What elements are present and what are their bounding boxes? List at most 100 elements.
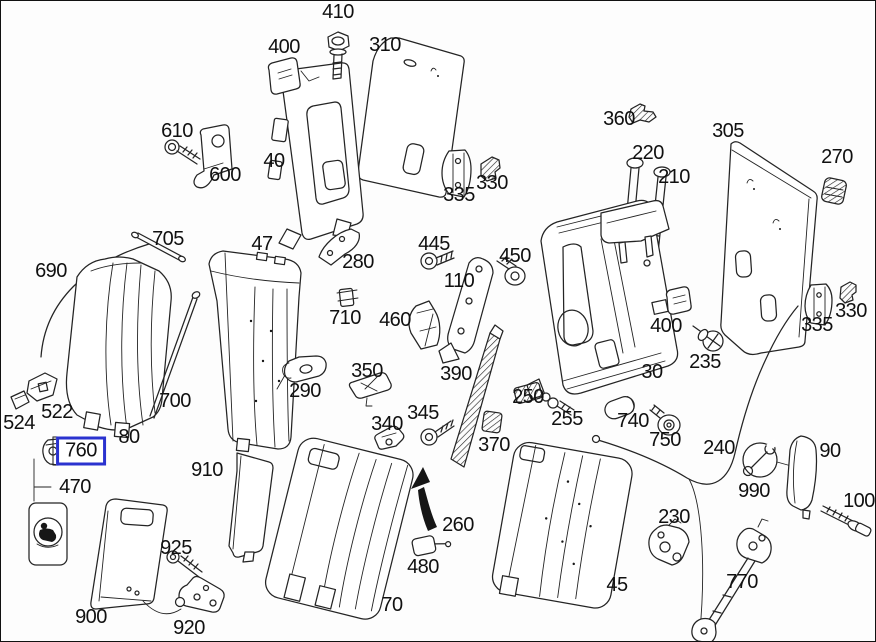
part-mesh-370	[481, 410, 503, 434]
part-screw-235	[692, 325, 724, 352]
part-label-220: 220	[632, 142, 664, 164]
part-label-345: 345	[407, 402, 439, 424]
part-label-710: 710	[329, 307, 361, 329]
part-clip-400-top	[267, 57, 301, 95]
part-clip-330-right	[839, 281, 857, 304]
part-label-90: 90	[819, 440, 841, 462]
part-frame-40	[267, 62, 364, 250]
part-label-260: 260	[442, 514, 474, 536]
child-seat-badge-icon	[28, 502, 68, 566]
part-clip-290	[276, 355, 327, 390]
part-label-750: 750	[649, 429, 681, 451]
part-label-310: 310	[369, 34, 401, 56]
part-bracket-920	[174, 575, 225, 613]
part-label-770: 770	[726, 571, 758, 593]
part-label-30: 30	[641, 361, 663, 383]
part-label-740: 740	[617, 410, 649, 432]
part-clip-330-left	[480, 156, 501, 182]
part-label-280: 280	[342, 251, 374, 273]
part-clip-270	[821, 177, 847, 205]
part-clip-340	[374, 425, 405, 450]
part-panel-305	[720, 141, 818, 356]
part-lever-110	[438, 257, 494, 364]
part-label-600: 600	[209, 164, 241, 186]
part-label-250: 250	[512, 386, 544, 408]
part-cushion-45	[491, 441, 633, 609]
part-label-705: 705	[152, 228, 184, 250]
part-knob-480	[411, 535, 452, 557]
part-clip-350	[348, 372, 392, 407]
part-cable-240	[591, 305, 799, 641]
part-label-524: 524	[3, 412, 35, 434]
wrench-icon	[742, 439, 796, 478]
part-label-255: 255	[551, 408, 583, 430]
part-label-335-right: 335	[801, 314, 833, 336]
part-rod-705	[131, 231, 186, 263]
part-latch-230	[648, 518, 690, 566]
part-cushion-70	[264, 437, 414, 620]
part-bolt-450	[496, 256, 526, 286]
part-bolt-410	[327, 31, 350, 80]
part-clamp-710	[336, 287, 359, 308]
part-label-400-top: 400	[268, 36, 300, 58]
part-label-910: 910	[191, 459, 223, 481]
part-label-290: 290	[289, 380, 321, 402]
part-label-100: 100	[843, 490, 875, 512]
part-label-400-right: 400	[650, 315, 682, 337]
part-label-340: 340	[371, 413, 403, 435]
part-label-900: 900	[75, 606, 107, 628]
part-label-390: 390	[440, 363, 472, 385]
part-label-235: 235	[689, 351, 721, 373]
part-label-305: 305	[712, 120, 744, 142]
part-frame-30	[526, 199, 679, 400]
part-clip-522	[26, 372, 58, 402]
part-label-480: 480	[407, 556, 439, 578]
part-panel-310	[357, 37, 465, 198]
part-mesh-390	[450, 324, 504, 468]
part-clip-335-right	[804, 283, 833, 326]
part-bracket-280	[318, 228, 361, 266]
part-label-700: 700	[159, 390, 191, 412]
part-clip-524	[10, 390, 30, 410]
part-leader-470	[33, 458, 52, 502]
part-screw-255	[547, 397, 575, 416]
part-wire-690	[40, 243, 150, 358]
part-label-330-left: 330	[476, 172, 508, 194]
part-label-360: 360	[603, 108, 635, 130]
part-cushion-80	[65, 256, 172, 439]
part-mechanism-770	[691, 518, 772, 641]
part-label-230: 230	[658, 506, 690, 528]
part-clip-360	[628, 103, 657, 124]
part-label-80: 80	[118, 426, 140, 448]
part-label-445: 445	[418, 233, 450, 255]
part-label-522: 522	[41, 401, 73, 423]
part-label-610: 610	[161, 120, 193, 142]
part-bolt-445	[420, 250, 455, 270]
part-label-330-right: 330	[835, 300, 867, 322]
part-label-370: 370	[478, 434, 510, 456]
part-clip-400-right	[665, 286, 692, 315]
part-label-925: 925	[160, 537, 192, 559]
part-label-110: 110	[443, 270, 475, 292]
part-label-450: 450	[499, 245, 531, 267]
part-screw-100	[820, 505, 872, 537]
part-screw-345	[420, 419, 455, 446]
part-label-460: 460	[379, 309, 411, 331]
part-label-40: 40	[263, 150, 285, 172]
part-clip-335-left	[441, 149, 472, 198]
part-pad-90	[786, 435, 818, 520]
part-sleeve-740	[604, 395, 635, 420]
part-screw-925	[166, 550, 203, 578]
part-label-920: 920	[173, 617, 205, 639]
part-arrow-260	[411, 467, 437, 531]
part-panel-900	[90, 498, 182, 615]
part-label-45: 45	[606, 574, 628, 596]
part-label-47: 47	[251, 233, 273, 255]
part-panel-910	[228, 452, 274, 563]
part-bracket-460	[408, 300, 441, 350]
part-label-760: 760	[56, 436, 106, 466]
part-label-470: 470	[59, 476, 91, 498]
